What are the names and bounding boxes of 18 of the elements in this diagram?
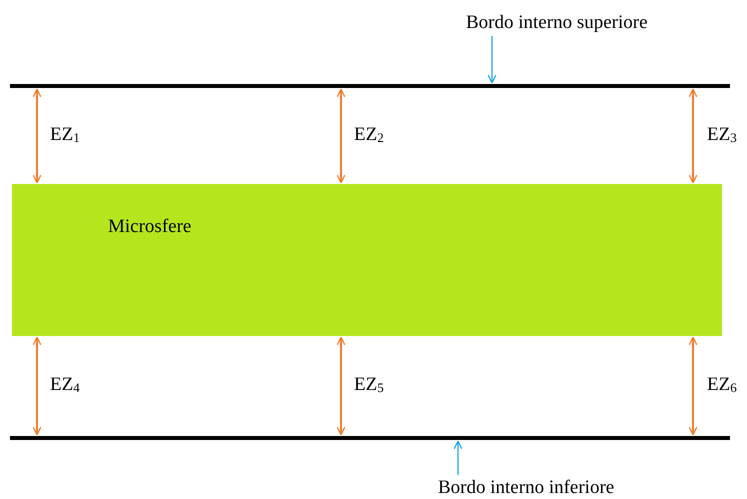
edge-label: EZ$_{6}$ — [707, 374, 737, 397]
boundary-label: Bordo interno inferiore — [438, 477, 648, 499]
double-arrow — [688, 336, 698, 436]
double-arrow — [688, 88, 698, 184]
double-arrow — [32, 336, 42, 436]
leader-line — [453, 440, 463, 475]
edge-label: EZ$_{1}$ — [50, 124, 80, 147]
leader-line — [487, 36, 497, 84]
double-arrow — [32, 88, 42, 184]
double-arrow — [336, 88, 346, 184]
edge-label: EZ$_{5}$ — [354, 374, 384, 397]
edge-label: EZ$_{2}$ — [354, 124, 384, 147]
band-label: Microsfere — [108, 216, 192, 238]
boundary-label: Bordo interno superiore — [466, 12, 690, 34]
microsphere-band — [12, 184, 722, 336]
double-arrow — [336, 336, 346, 436]
edge-label: EZ$_{3}$ — [707, 124, 737, 147]
edge-label: EZ$_{4}$ — [50, 374, 80, 397]
